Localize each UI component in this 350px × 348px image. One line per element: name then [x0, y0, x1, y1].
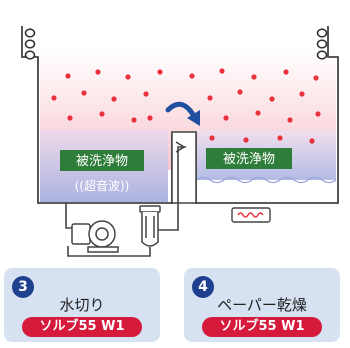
- return-pipe: [158, 146, 186, 231]
- filter-icon: [139, 205, 161, 247]
- vapor-dots: [51, 68, 321, 144]
- flow-arrow-icon: [165, 101, 197, 119]
- pump-icon: [71, 220, 119, 253]
- step-card-4: 4 ペーパー乾燥 ソルブ55 W1: [184, 268, 340, 342]
- coil-icon-right: [316, 28, 328, 60]
- step-number-badge: 4: [192, 276, 214, 298]
- label-box-left: 被洗浄物 ((超音波)): [60, 150, 144, 193]
- step-title: 水切り: [59, 296, 105, 314]
- return-pipe-arrow: [175, 141, 186, 153]
- label-box-right: 被洗浄物: [206, 148, 292, 169]
- right-tank-liquid-surface: [195, 176, 337, 184]
- product-badge: ソルブ55 W1: [202, 317, 322, 337]
- ultrasonic-label: ((超音波)): [75, 178, 130, 193]
- step-card-3: 3 水切り ソルブ55 W1: [4, 268, 160, 342]
- step-title: ペーパー乾燥: [217, 296, 307, 314]
- divider-wall: [171, 131, 197, 204]
- flow-arrow-head: [187, 110, 200, 126]
- product-badge: ソルブ55 W1: [22, 317, 142, 337]
- right-tank-label: 被洗浄物: [223, 152, 275, 167]
- left-tank-label: 被洗浄物: [76, 154, 128, 169]
- coil-icon-left: [24, 28, 36, 60]
- heater-icon: [231, 207, 271, 223]
- step-number-badge: 3: [12, 276, 34, 298]
